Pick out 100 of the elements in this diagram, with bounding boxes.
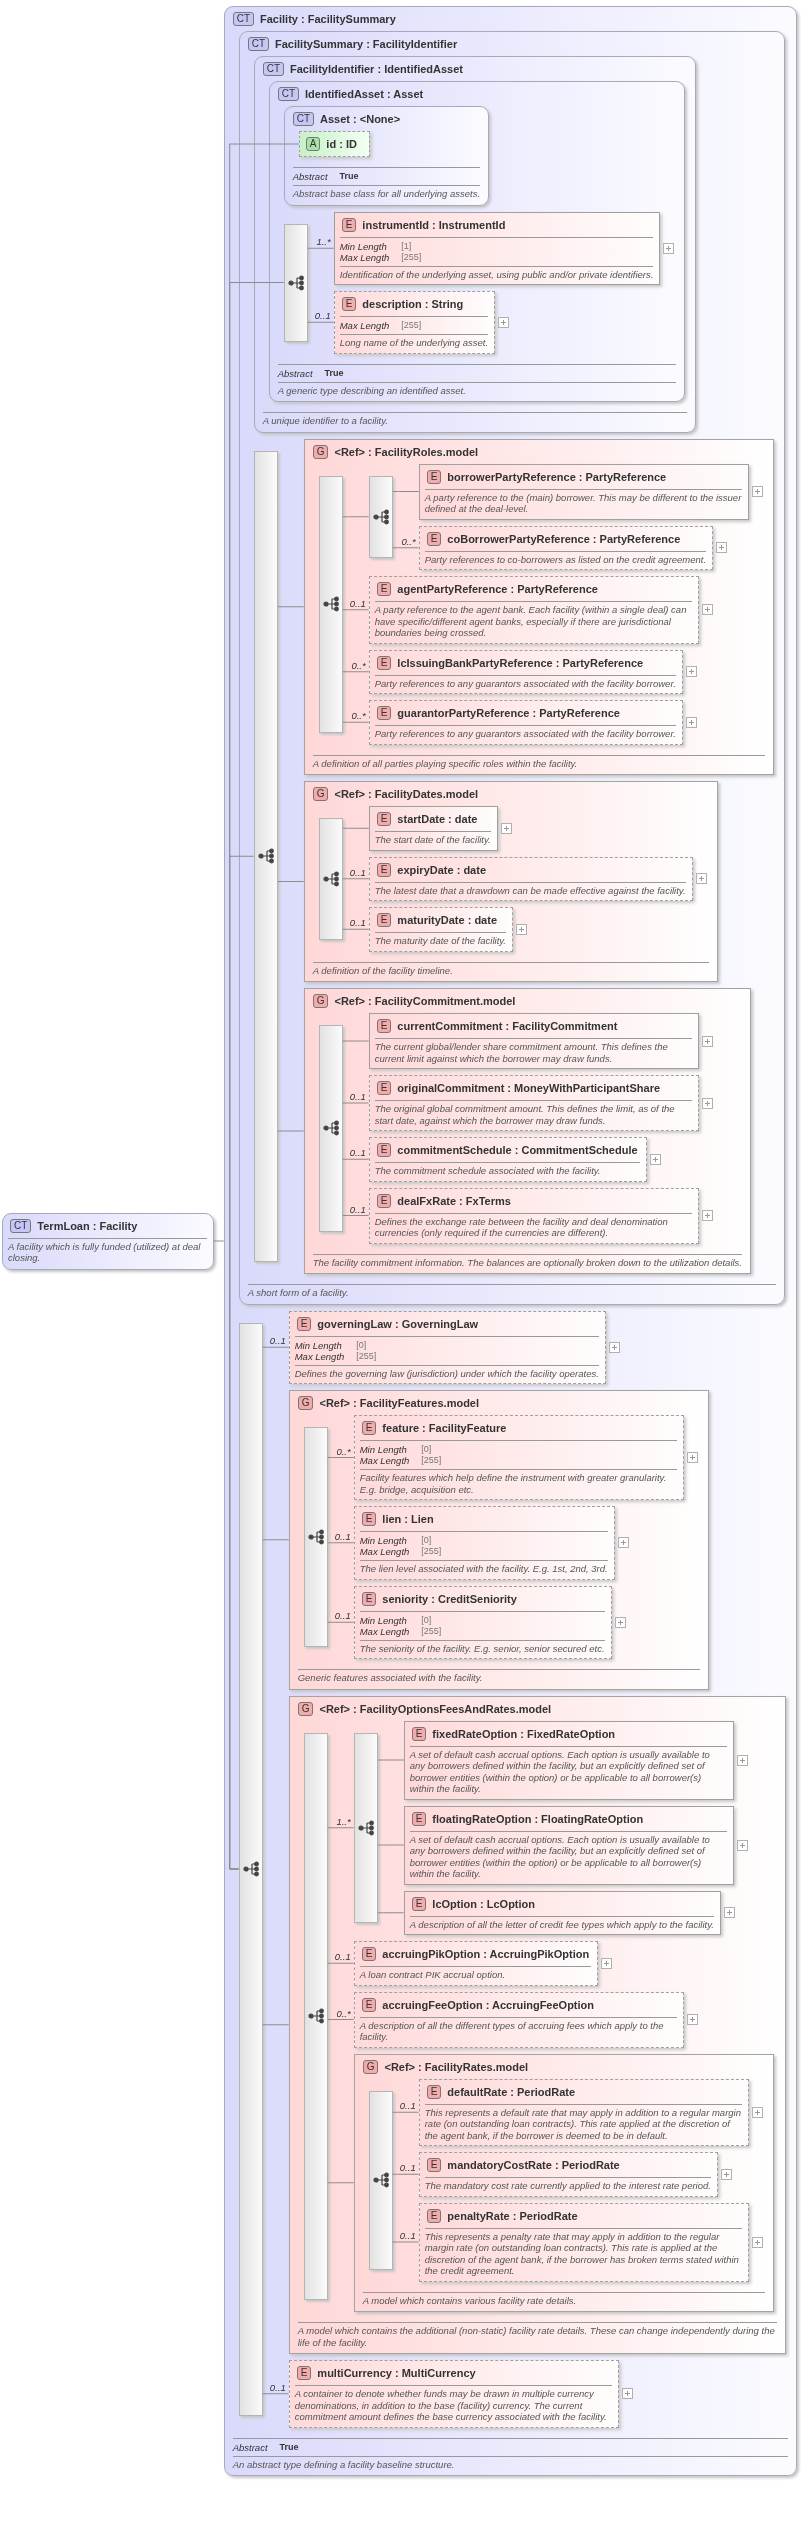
- element-name: commitmentSchedule : CommitmentSchedule: [397, 1144, 638, 1156]
- property-value: [0]: [356, 1339, 368, 1351]
- property-name: Max Length: [359, 1625, 410, 1637]
- description-text: A definition of the facility timeline.: [312, 964, 454, 976]
- element-box: [368, 576, 699, 644]
- description-text: Facility features which help define the instrument with greater granularity. E.g. bridge, acquisition etc.: [359, 1472, 668, 1495]
- description-text: A model which contains the additional (non-static) facility rate details. These can change independently during the life of the facility.: [297, 2325, 776, 2348]
- property-name: Abstract: [277, 367, 313, 379]
- type-name: FacilityIdentifier : IdentifiedAsset: [290, 63, 463, 75]
- type-name: Facility : FacilitySummary: [260, 13, 396, 25]
- multiplicity-label: 0..1: [349, 866, 366, 878]
- element-box: [368, 806, 498, 851]
- element-badge: E: [376, 582, 392, 596]
- description-text: A unique identifier to a facility.: [262, 415, 389, 427]
- connector-line: [327, 1827, 355, 1829]
- element-name: accruingFeeOption : AccruingFeeOption: [382, 1998, 595, 2011]
- element-box: [368, 649, 683, 694]
- connector-line: [262, 1346, 290, 1348]
- description-text: Long name of the underlying asset.: [339, 337, 489, 349]
- description-text: The lien level associated with the facility. E.g. 1st, 2nd, 3rd.: [359, 1563, 608, 1575]
- property-name: Abstract: [232, 2441, 268, 2453]
- element-box: [418, 2152, 718, 2197]
- property-value: [255]: [421, 1455, 442, 1466]
- type-name: FacilitySummary : FacilityIdentifier: [275, 38, 458, 50]
- element-badge: E: [376, 812, 392, 826]
- description-text: The facility commitment information. The balances are optionally broken down to the utilization details.: [312, 1256, 742, 1268]
- multiplicity-label: 0..1: [349, 597, 366, 609]
- multiplicity-label: 0..*: [351, 710, 366, 722]
- sequence-compositor: [303, 1427, 328, 1647]
- element-badge: E: [361, 1421, 377, 1435]
- multiplicity-label: 0..*: [351, 659, 366, 671]
- property-name: Min Length: [359, 1444, 408, 1455]
- group-box: [303, 781, 718, 982]
- element-badge: E: [296, 2366, 312, 2380]
- element-name: fixedRateOption : FixedRateOption: [432, 1727, 616, 1740]
- multiplicity-label: 1..*: [316, 236, 331, 248]
- complex-type-box: [253, 56, 697, 433]
- connector-line: [392, 491, 420, 492]
- connector-line: [262, 2393, 290, 2395]
- property-value: [1]: [401, 240, 413, 252]
- connector-line: [392, 2173, 420, 2175]
- type-name: <Ref> : FacilityFeatures.model: [319, 1397, 480, 1409]
- connector-line: [327, 2182, 355, 2184]
- type-name: <Ref> : FacilityRates.model: [384, 2060, 529, 2073]
- complex-type-box: [268, 81, 686, 402]
- element-badge: E: [376, 1193, 392, 1208]
- description-text: A definition of all parties playing specific roles within the facility.: [312, 757, 579, 769]
- element-box: [368, 856, 693, 901]
- description-text: A loan contract PIK accrual option.: [359, 1969, 507, 1981]
- element-badge: E: [426, 2158, 442, 2172]
- complex-type-box: [238, 31, 785, 1305]
- group-badge: G: [312, 994, 329, 1008]
- property-name: Abstract: [292, 171, 328, 182]
- group-box: [303, 438, 774, 775]
- element-name: guarantorPartyReference : PartyReference: [397, 707, 620, 719]
- property-name: Max Length: [359, 1546, 410, 1557]
- element-name: lcIssuingBankPartyReference : PartyReference: [397, 656, 644, 669]
- element-name: floatingRateOption : FloatingRateOption: [432, 1812, 644, 1825]
- description-text: Party references to co-borrowers as listed on the credit agreement.: [424, 553, 707, 565]
- description-text: Defines the governing law (jurisdiction) under which the facility operates.: [294, 1367, 599, 1379]
- connector-line: [277, 1130, 305, 1132]
- multiplicity-label: 0..1: [349, 1147, 366, 1159]
- attribute-box: [298, 131, 370, 157]
- description-text: The seniority of the facility. E.g. senior, senior secured etc.: [359, 1642, 605, 1654]
- element-name: startDate : date: [397, 813, 478, 825]
- connector-line: [342, 609, 370, 611]
- sequence-compositor: [283, 223, 308, 342]
- description-text: A description of all the letter of credit fee types which apply to the facility.: [409, 1918, 714, 1930]
- element-box: [353, 1991, 684, 2048]
- element-badge: E: [361, 1997, 377, 2012]
- element-box: [368, 907, 513, 952]
- multiplicity-label: 0..1: [334, 1610, 351, 1622]
- group-box: [303, 988, 751, 1274]
- connector-line: [262, 2024, 290, 2026]
- element-box: [288, 1310, 606, 1384]
- element-box: [353, 1941, 599, 1986]
- element-badge: E: [376, 1143, 392, 1157]
- element-box: [403, 1890, 721, 1935]
- connector-line: [229, 282, 285, 1870]
- type-name: <Ref> : FacilityOptionsFeesAndRates.model: [319, 1702, 552, 1715]
- multiplicity-label: 0..1: [349, 1203, 366, 1215]
- description-text: A generic type describing an identified asset.: [277, 384, 467, 396]
- attribute-badge: A: [305, 137, 321, 151]
- description-text: A set of default cash accrual options. Each option is usually available to any borrowers defined within the facility, but an explicitly defined set of borrower entities (within the option) or be applicable to all borrower(s) within the facility.: [409, 1833, 711, 1880]
- element-box: [418, 2202, 749, 2282]
- complex-type-badge: CT: [10, 1218, 32, 1233]
- connector-line: [342, 827, 370, 829]
- multiplicity-label: 0..1: [399, 2230, 416, 2241]
- element-name: coBorrowerPartyReference : PartyReference: [447, 532, 681, 545]
- connector-line: [342, 878, 370, 880]
- description-text: Generic features associated with the facility.: [297, 1672, 484, 1684]
- multiplicity-label: 0..1: [269, 2381, 286, 2393]
- connector-line: [327, 1457, 355, 1458]
- element-badge: E: [376, 913, 392, 927]
- description-text: A short form of a facility.: [247, 1287, 350, 1299]
- element-name: TermLoan : Facility: [37, 1219, 138, 1232]
- group-badge: G: [312, 444, 329, 459]
- description-text: Party references to any guarantors associated with the facility borrower.: [374, 728, 676, 740]
- sequence-compositor: [368, 2090, 393, 2270]
- connector-line: [327, 1962, 355, 1964]
